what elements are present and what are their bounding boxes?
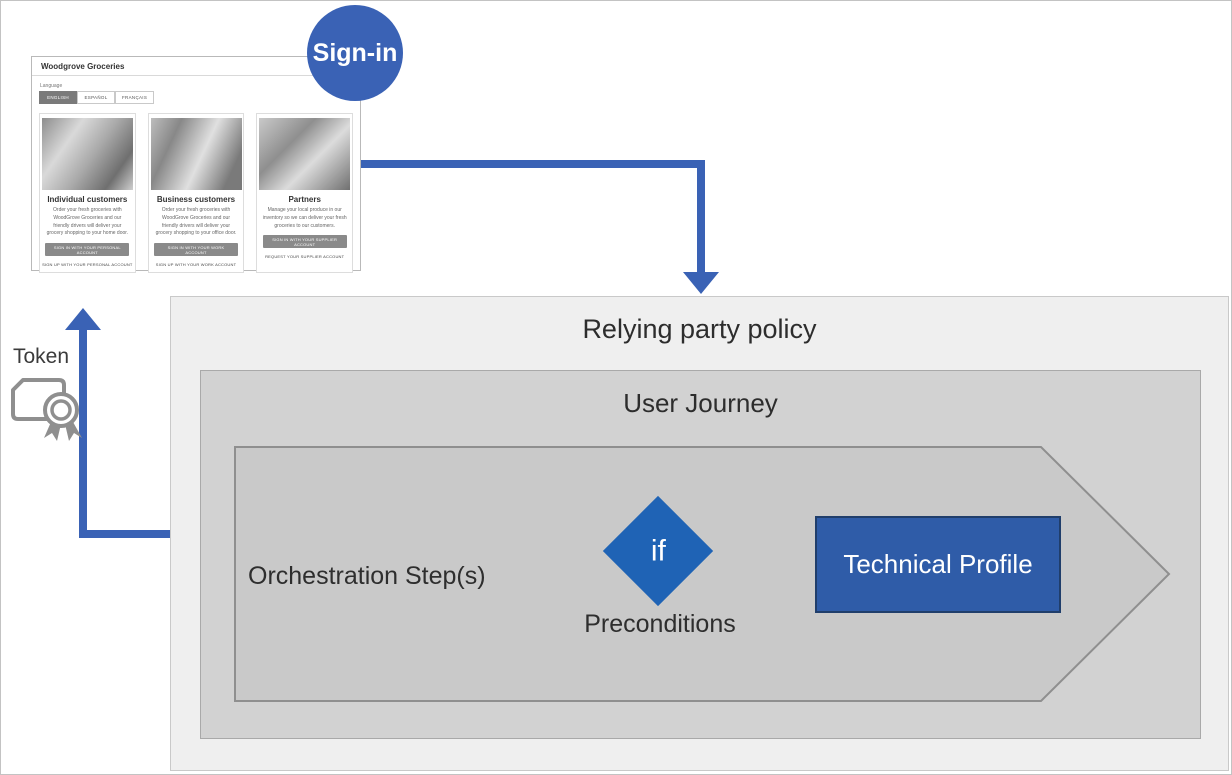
request-supplier-link[interactable]: REQUEST YOUR SUPPLIER ACCOUNT — [265, 254, 345, 260]
technical-profile-label: Technical Profile — [843, 549, 1033, 579]
card-partners: Partners Manage your local produce in ou… — [256, 113, 354, 273]
signin-arrowhead-icon — [683, 272, 719, 294]
card-description: Order your fresh groceries with WoodGrov… — [46, 207, 129, 237]
language-button-english[interactable]: ENGLISH — [39, 91, 77, 104]
token-arrow — [79, 530, 171, 538]
token-label: Token — [13, 345, 70, 368]
language-button-espanol[interactable]: ESPAÑOL — [77, 91, 115, 104]
technical-profile-box: Technical Profile — [815, 516, 1061, 613]
individual-customers-photo — [41, 118, 133, 190]
relying-party-policy-box: Relying party policy User Journey Orches… — [170, 296, 1229, 771]
partners-photo — [259, 118, 351, 190]
customer-cards: Individual customers Order your fresh gr… — [39, 113, 354, 273]
signin-arrow — [361, 160, 699, 168]
signup-personal-link[interactable]: SIGN UP WITH YOUR PERSONAL ACCOUNT — [42, 262, 133, 267]
card-description: Order your fresh groceries with WoodGrov… — [155, 207, 237, 237]
card-title: Individual customers — [47, 195, 128, 204]
certificate-icon — [11, 378, 82, 441]
if-label: if — [650, 534, 666, 567]
card-description: Manage your local produce in our invento… — [262, 207, 347, 229]
business-customers-photo — [150, 118, 242, 190]
language-switcher: ENGLISH ESPAÑOL FRANÇAIS — [39, 91, 353, 104]
user-journey-title: User Journey — [623, 388, 778, 418]
card-individual-customers: Individual customers Order your fresh gr… — [39, 113, 136, 273]
card-title: Business customers — [156, 195, 236, 204]
signin-work-button[interactable]: SIGN IN WITH YOUR WORK ACCOUNT — [154, 243, 238, 256]
site-title: Woodgrove Groceries — [41, 61, 125, 71]
card-business-customers: Business customers Order your fresh groc… — [147, 113, 245, 273]
preconditions-label: Preconditions — [584, 610, 736, 638]
browser-body: Language ENGLISH ESPAÑOL FRANÇAIS Indivi… — [32, 76, 360, 273]
card-title: Partners — [288, 195, 321, 204]
language-button-francais[interactable]: FRANÇAIS — [115, 91, 155, 104]
relying-party-policy-title: Relying party policy — [582, 314, 817, 344]
woodgrove-browser-mockup: Woodgrove Groceries Language ENGLISH ESP… — [31, 56, 361, 273]
orchestration-steps-label: Orchestration Step(s) — [248, 562, 486, 590]
orchestration-chevron-shape — [234, 446, 1171, 702]
user-journey-box: User Journey Orchestration Step(s) if Pr… — [200, 370, 1201, 739]
signin-label: Sign-in — [312, 38, 398, 67]
signin-node: Sign-in — [307, 5, 403, 101]
signin-supplier-button[interactable]: SIGN IN WITH YOUR SUPPLIER ACCOUNT — [262, 235, 347, 249]
signin-personal-button[interactable]: SIGN IN WITH YOUR PERSONAL ACCOUNT — [45, 243, 130, 256]
browser-header: Woodgrove Groceries — [32, 57, 360, 76]
signup-work-link[interactable]: SIGN UP WITH YOUR WORK ACCOUNT — [155, 262, 237, 267]
token-arrow — [79, 329, 87, 534]
signin-arrow — [697, 160, 705, 273]
token-arrowhead-icon — [65, 308, 101, 330]
language-label: Language — [40, 83, 63, 89]
